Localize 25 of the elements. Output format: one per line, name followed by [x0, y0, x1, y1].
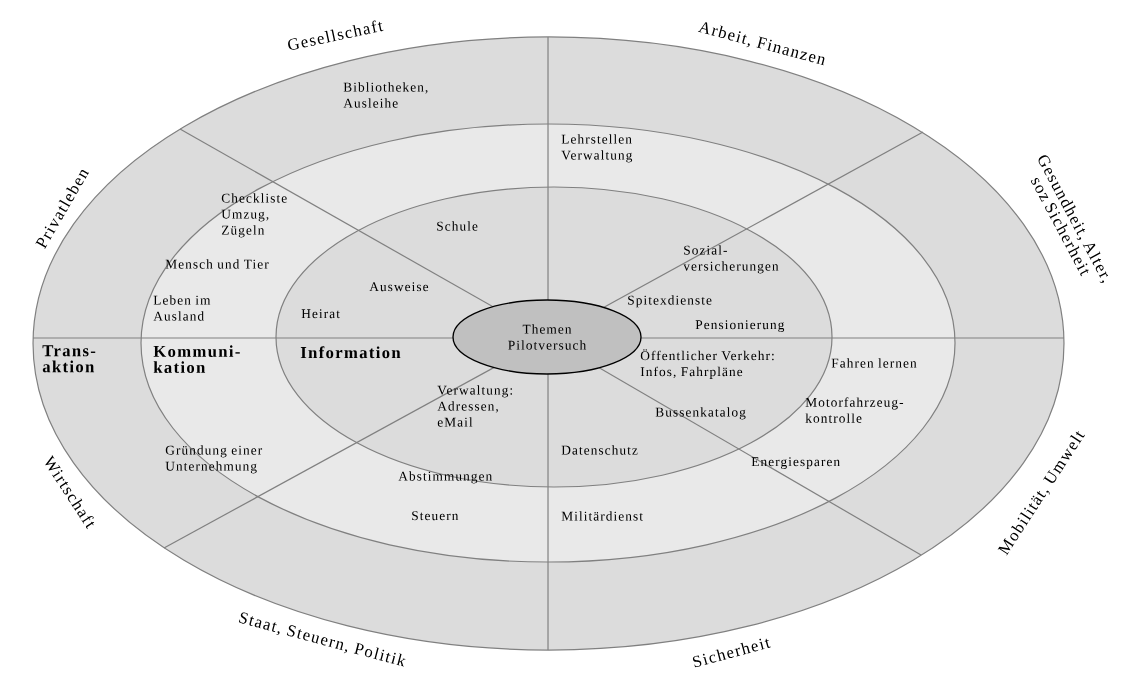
topic-label: Lehrstellen Verwaltung	[561, 134, 633, 163]
topic-label: Sozial- versicherungen	[683, 245, 779, 274]
topic-label: Abstimmungen	[398, 471, 492, 484]
topic-label: Pensionierung	[695, 320, 785, 332]
topic-label: Steuern	[412, 511, 459, 521]
topic-label: Energiesparen	[751, 457, 840, 469]
topic-label: Datenschutz	[561, 445, 638, 455]
topic-label: Ausweise	[369, 282, 429, 292]
topic-label: Checkliste Umzug, Zügeln	[221, 193, 287, 238]
topic-label: Gründung einer Unternehmung	[165, 445, 263, 474]
topic-label: Verwaltung: Adressen, eMail	[437, 385, 513, 427]
topic-label: Schule	[437, 221, 478, 231]
ring-heading: Trans- aktion	[42, 345, 96, 373]
topic-label: Fahren lernen	[831, 358, 917, 368]
ring-heading: Information	[300, 346, 401, 359]
topic-label: Militärdienst	[561, 511, 643, 521]
topic-label: Mensch und Tier	[165, 259, 269, 269]
topic-label: Motorfahrzeug- kontrolle	[805, 397, 904, 423]
topic-label: Heirat	[301, 309, 340, 319]
sector-label: Staat, Steuern, Politik	[238, 612, 406, 667]
ring-heading: Kommuni- kation	[153, 345, 240, 373]
topic-label: Öffentlicher Verkehr: Infos, Fahrpläne	[640, 349, 774, 379]
topic-label: Bibliotheken, Ausleihe	[343, 82, 428, 108]
topic-label: Bussenkatalog	[655, 407, 746, 420]
topic-label: Leben im Ausland	[153, 295, 211, 321]
